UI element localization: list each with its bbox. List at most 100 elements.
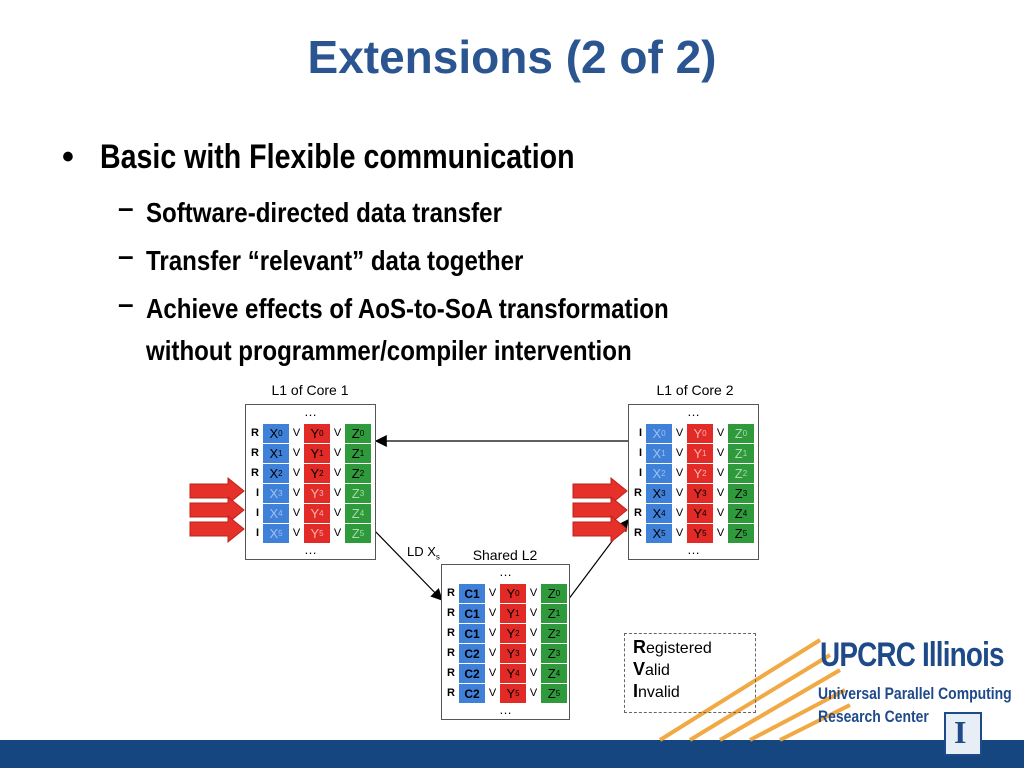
legend-registered: Registered	[633, 637, 712, 657]
core1-label: L1 of Core 1	[271, 382, 349, 398]
ellipsis-top: …	[687, 404, 700, 419]
state-flag: I	[255, 487, 259, 499]
state-flag: R	[634, 507, 642, 519]
valid-flag: V	[488, 607, 497, 619]
valid-flag: V	[529, 587, 538, 599]
x-field: C1	[459, 603, 485, 623]
x-field: C2	[459, 683, 485, 703]
valid-flag: V	[292, 487, 301, 499]
valid-flag: V	[488, 687, 497, 699]
valid-flag: V	[333, 527, 342, 539]
core2-label: L1 of Core 2	[656, 382, 734, 398]
valid-flag: V	[716, 487, 725, 499]
sub-bullet-1-text: Software-directed data transfer	[146, 197, 502, 228]
valid-flag: V	[488, 667, 497, 679]
state-flag: R	[447, 667, 455, 679]
valid-flag: V	[675, 487, 684, 499]
state-flag: R	[447, 647, 455, 659]
logo-line3: Research Center	[818, 707, 929, 726]
valid-flag: V	[333, 447, 342, 459]
bullet-dot-icon: •	[62, 138, 74, 176]
emblem-letter: I	[954, 714, 967, 750]
state-flag: R	[634, 487, 642, 499]
ellipsis-top: …	[499, 564, 512, 579]
state-flag: R	[251, 447, 259, 459]
dash-icon: –	[118, 192, 134, 223]
x-field: C1	[459, 623, 485, 643]
state-flag: I	[638, 467, 642, 479]
valid-flag: V	[292, 467, 301, 479]
valid-flag: V	[292, 507, 301, 519]
ellipsis-top: …	[304, 404, 317, 419]
red-arrows-core2	[572, 476, 628, 544]
valid-flag: V	[333, 427, 342, 439]
arrow-l2-to-core2	[567, 519, 629, 601]
valid-flag: V	[292, 427, 301, 439]
ld-label-sub: s	[435, 552, 440, 562]
valid-flag: V	[529, 607, 538, 619]
valid-flag: V	[292, 447, 301, 459]
x-field: C2	[459, 663, 485, 683]
valid-flag: V	[529, 647, 538, 659]
ld-label: LD Xs	[407, 544, 447, 562]
state-flag: R	[251, 427, 259, 439]
ellipsis-bottom: …	[499, 702, 512, 717]
valid-flag: V	[675, 447, 684, 459]
logo-line2: Universal Parallel Computing	[818, 684, 1012, 703]
l2-label: Shared L2	[472, 547, 538, 563]
state-flag: R	[251, 467, 259, 479]
state-flag: R	[447, 687, 455, 699]
valid-flag: V	[716, 527, 725, 539]
red-arrows-core1	[189, 476, 245, 544]
valid-flag: V	[488, 647, 497, 659]
dash-icon: –	[118, 240, 134, 271]
valid-flag: V	[675, 527, 684, 539]
state-flag: I	[255, 527, 259, 539]
legend-valid: Valid	[633, 659, 670, 679]
x-field: C1	[459, 583, 485, 603]
